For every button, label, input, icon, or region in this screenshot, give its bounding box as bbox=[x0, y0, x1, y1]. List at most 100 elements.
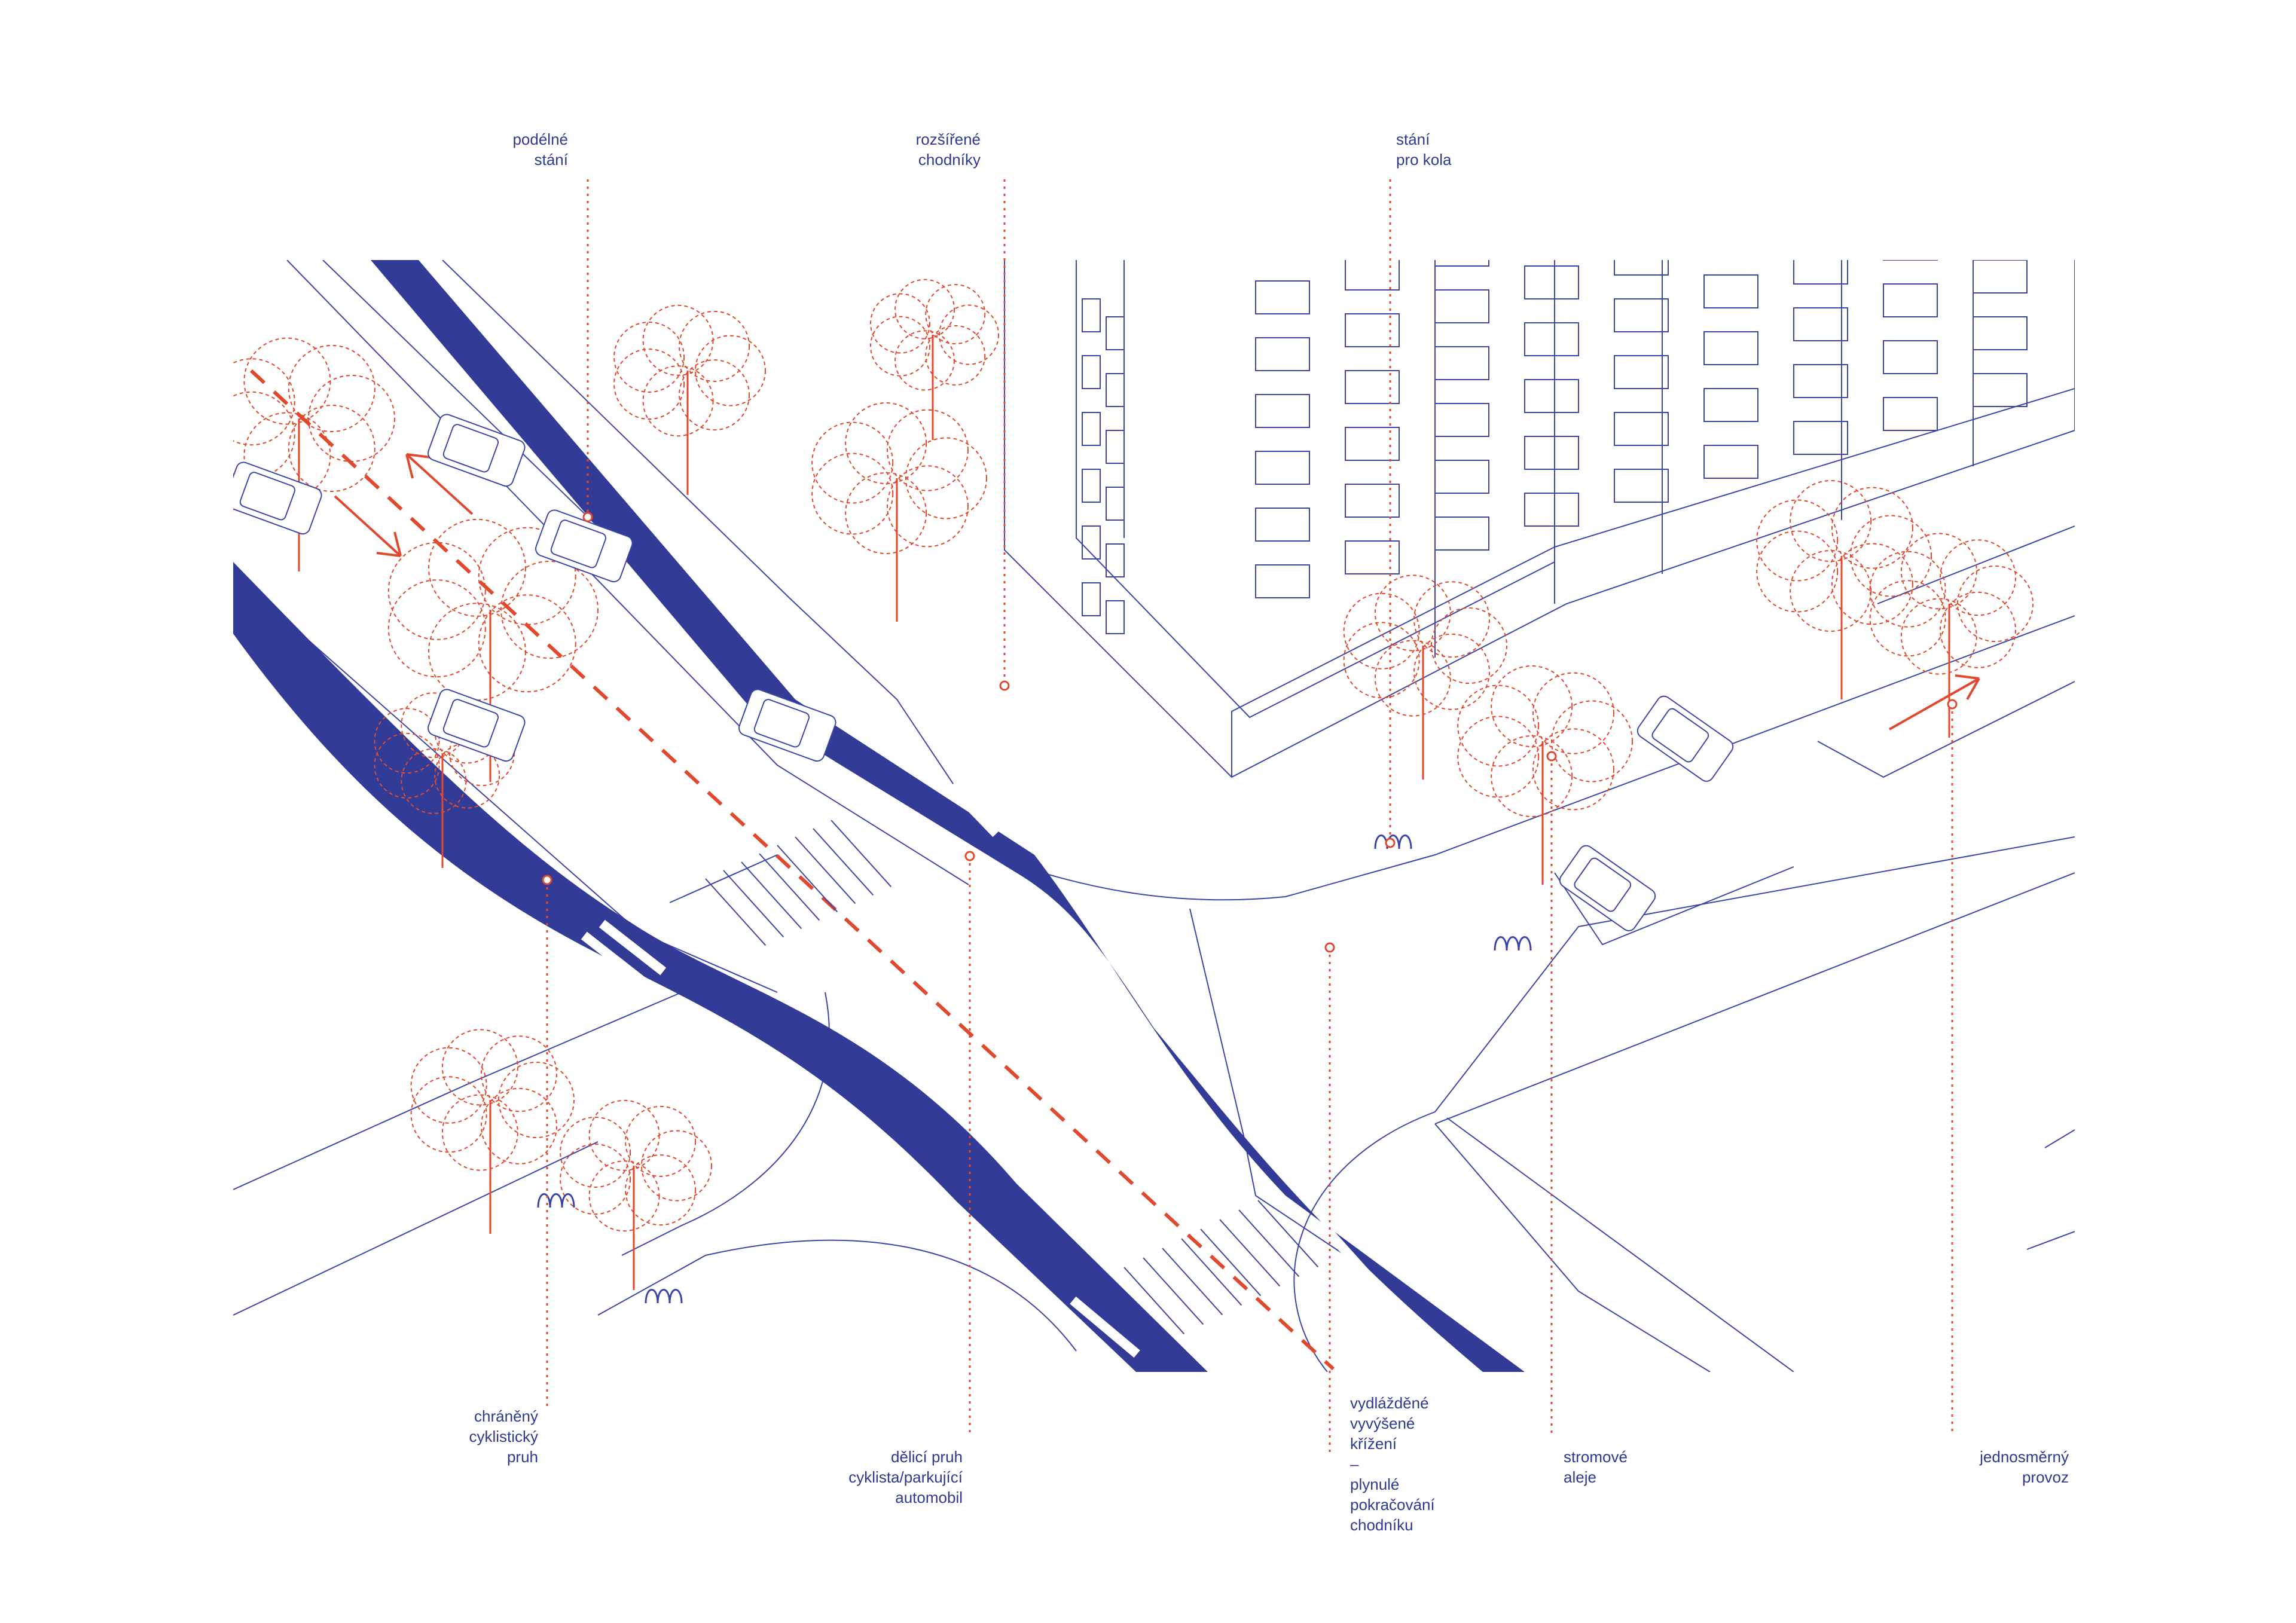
crosswalk-stripe bbox=[831, 820, 892, 888]
window bbox=[1434, 346, 1489, 380]
crosswalk-stripe bbox=[1257, 1200, 1319, 1268]
parked-cars bbox=[233, 414, 1734, 931]
window bbox=[1106, 487, 1125, 521]
window bbox=[1703, 388, 1758, 422]
bike-racks bbox=[537, 835, 1532, 1304]
window bbox=[1434, 403, 1489, 437]
window bbox=[1703, 331, 1758, 365]
window bbox=[1793, 307, 1848, 341]
leader-lines bbox=[546, 179, 1953, 1453]
window bbox=[1973, 203, 2027, 236]
car bbox=[1559, 845, 1656, 931]
building-windows bbox=[1082, 90, 2028, 634]
window bbox=[1525, 209, 1578, 242]
window bbox=[1793, 421, 1848, 455]
crosswalk-stripe bbox=[813, 828, 874, 896]
tree bbox=[613, 304, 766, 495]
window bbox=[1106, 430, 1125, 464]
tree bbox=[233, 337, 395, 571]
crosswalk-stripe bbox=[1200, 1228, 1262, 1297]
tree bbox=[1343, 574, 1507, 780]
window bbox=[1434, 460, 1489, 494]
window bbox=[1345, 313, 1400, 347]
bike-lane-south bbox=[233, 562, 1208, 1372]
window bbox=[1345, 484, 1400, 518]
crosswalk-stripe bbox=[1219, 1219, 1281, 1287]
car bbox=[233, 461, 322, 535]
window bbox=[1793, 260, 1848, 285]
crosswalk-stripe bbox=[1123, 1267, 1185, 1335]
window bbox=[1524, 436, 1579, 470]
crosswalk-west bbox=[705, 820, 892, 946]
window bbox=[1524, 493, 1579, 527]
car bbox=[428, 689, 526, 762]
window bbox=[1524, 322, 1579, 356]
window bbox=[1082, 525, 1101, 560]
window bbox=[1082, 355, 1101, 389]
window bbox=[1883, 283, 1938, 317]
window bbox=[1614, 260, 1669, 276]
window bbox=[1883, 397, 1938, 431]
tree bbox=[410, 1029, 575, 1234]
window bbox=[1345, 370, 1400, 404]
tree bbox=[869, 279, 999, 440]
window bbox=[1614, 469, 1669, 503]
crosswalk-stripe bbox=[741, 861, 802, 930]
window bbox=[1704, 161, 1758, 194]
car bbox=[428, 414, 526, 487]
tree bbox=[811, 402, 987, 622]
window bbox=[1255, 280, 1310, 314]
window bbox=[1973, 316, 2028, 350]
window bbox=[1106, 316, 1125, 350]
window bbox=[1434, 516, 1489, 551]
tree bbox=[1457, 665, 1633, 885]
crosswalk-stripe bbox=[777, 845, 838, 913]
window bbox=[1883, 114, 1937, 146]
crosswalk-stripe bbox=[1162, 1248, 1223, 1316]
window bbox=[1614, 185, 1668, 218]
crosswalk-stripe bbox=[1181, 1238, 1242, 1306]
window bbox=[1434, 289, 1489, 323]
window bbox=[1703, 274, 1758, 308]
window bbox=[1345, 540, 1400, 574]
crosswalk-stripe bbox=[795, 836, 856, 904]
window bbox=[1345, 260, 1400, 291]
window bbox=[1614, 298, 1669, 332]
crosswalk-stripe bbox=[1143, 1257, 1204, 1325]
window bbox=[1614, 412, 1669, 446]
bike-lane-north bbox=[371, 260, 1525, 1372]
window bbox=[1255, 508, 1310, 542]
window bbox=[1255, 394, 1310, 428]
tree bbox=[1869, 533, 2034, 738]
crosswalk-stripe bbox=[723, 870, 784, 938]
crosswalk-stripe bbox=[1238, 1209, 1300, 1277]
window bbox=[1704, 218, 1758, 251]
apartment-building bbox=[1004, 260, 2075, 778]
window bbox=[1255, 564, 1310, 598]
tree bbox=[1756, 480, 1932, 699]
window bbox=[1973, 260, 2028, 294]
window bbox=[1973, 90, 2027, 123]
window bbox=[1524, 265, 1579, 299]
tree bbox=[560, 1099, 712, 1290]
kerb-lines bbox=[233, 260, 2075, 1372]
window bbox=[1082, 582, 1101, 616]
window bbox=[1973, 146, 2027, 179]
window bbox=[1082, 298, 1101, 332]
crosswalk-east bbox=[1123, 1200, 1319, 1335]
crosswalk-stripe bbox=[705, 878, 767, 946]
window bbox=[1524, 379, 1579, 413]
car bbox=[1636, 695, 1734, 782]
window bbox=[1106, 373, 1125, 407]
direction-arrows bbox=[334, 453, 1980, 730]
window bbox=[1794, 137, 1848, 170]
